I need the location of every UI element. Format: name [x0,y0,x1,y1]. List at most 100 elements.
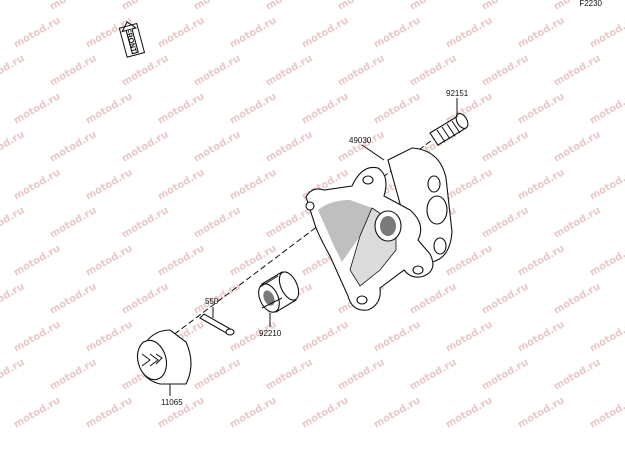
watermark-text: motod.ru [0,0,26,13]
watermark-text: motod.ru [84,395,134,431]
watermark-text: motod.ru [228,167,278,203]
watermark-text: motod.ru [516,319,566,355]
watermark-text: motod.ru [192,53,242,89]
watermark-text: motod.ru [156,167,206,203]
watermark-text: motod.ru [228,91,278,127]
watermark-text: motod.ru [480,129,530,165]
watermark-text: motod.ru [480,53,530,89]
watermark-text: motod.ru [84,167,134,203]
watermark-text: motod.ru [84,91,134,127]
watermark-text: motod.ru [12,319,62,355]
watermark-text: motod.ru [12,395,62,431]
watermark-text: motod.ru [0,129,26,165]
watermark-text: motod.ru [120,129,170,165]
part-number-11065: 11065 [161,398,183,407]
watermark-text: motod.ru [372,15,422,51]
watermark-text: motod.ru [48,205,98,241]
watermark-text: motod.ru [156,91,206,127]
watermark-text: motod.ru [264,0,314,13]
watermark-text: motod.ru [336,53,386,89]
watermark-text: motod.ru [336,129,386,165]
front-label: FRONT [124,28,137,54]
cap-logo-icon [141,353,163,367]
watermark-text: motod.ru [300,15,350,51]
bolt-92151 [429,113,469,146]
watermark-text: motod.ru [480,205,530,241]
watermark-text: motod.ru [12,243,62,279]
watermark-text: motod.ru [0,357,26,393]
watermark-text: motod.ru [0,53,26,89]
leader-550: 550 [205,297,219,318]
watermark-text: motod.ru [516,167,566,203]
leader-11065: 11065 [161,384,183,407]
leader-92151: 92151 [446,89,469,117]
watermark-text: motod.ru [588,15,625,51]
part-number-92210: 92210 [259,329,282,338]
watermark-text: motod.ru [408,281,458,317]
watermark-text: motod.ru [192,357,242,393]
watermark-text: motod.ru [588,243,625,279]
watermark-text: motod.ru [12,15,62,51]
watermark-text: motod.ru [444,319,494,355]
watermark-text: motod.ru [228,395,278,431]
watermark-text: motod.ru [156,15,206,51]
watermark-text: motod.ru [588,395,625,431]
watermark-text: motod.ru [48,357,98,393]
watermark-text: motod.ru [408,357,458,393]
watermark-text: motod.ru [588,91,625,127]
watermark-text: motod.ru [120,0,170,13]
watermark-text: motod.ru [444,167,494,203]
part-number-49030: 49030 [349,136,372,145]
watermark-text: motod.ru [408,0,458,13]
part-number-92151: 92151 [446,89,469,98]
watermark-text: motod.ru [12,167,62,203]
watermark-text: motod.ru [48,281,98,317]
watermark-text: motod.ru [120,281,170,317]
watermark-text: motod.ru [264,205,314,241]
watermark-text: motod.ru [444,15,494,51]
watermark-text: motod.ru [0,205,26,241]
watermark-text: motod.ru [516,395,566,431]
watermark-text: motod.ru [0,281,26,317]
watermark-text: motod.ru [588,167,625,203]
watermark-text: motod.ru [516,243,566,279]
watermark-text: motod.ru [516,15,566,51]
watermark-text: motod.ru [372,395,422,431]
watermark-text: motod.ru [444,395,494,431]
watermark-text: motod.ru [48,53,98,89]
watermark-text: motod.ru [264,129,314,165]
watermark-text: motod.ru [300,319,350,355]
watermark-text: motod.ru [300,395,350,431]
watermark-text: motod.ru [84,319,134,355]
watermark-text: motod.ru [552,205,602,241]
watermark-text: motod.ru [408,53,458,89]
watermark-text: motod.ru [300,91,350,127]
watermark-text: motod.ru [336,0,386,13]
watermark-text: motod.ru [516,91,566,127]
cap-11065 [136,329,192,385]
hub-49030 [305,147,453,311]
figure-code: F2230 [579,0,602,8]
leader-49030: 49030 [349,136,385,161]
watermark-text: motod.ru [192,205,242,241]
watermark-text: motod.ru [336,357,386,393]
front-arrow-icon [121,21,139,55]
watermark-text: motod.ru [192,129,242,165]
watermark-text: motod.ru [552,281,602,317]
watermark-text: motod.ru [372,319,422,355]
watermark-text: motod.ru [264,53,314,89]
cotter-pin-550 [199,313,235,336]
watermark-text: motod.ru [48,0,98,13]
watermark-text: motod.ru [480,357,530,393]
watermark-text: motod.ru [552,357,602,393]
watermark-text: motod.ru [444,243,494,279]
watermark-text: motod.ru [48,129,98,165]
watermark-text: motod.ru [552,53,602,89]
watermark-text: motod.ru [372,91,422,127]
watermark-text: motod.ru [120,53,170,89]
watermark-text: motod.ru [480,0,530,13]
watermark-text: motod.ru [84,243,134,279]
watermark-text: motod.ru [264,357,314,393]
watermark-text: motod.ru [12,91,62,127]
